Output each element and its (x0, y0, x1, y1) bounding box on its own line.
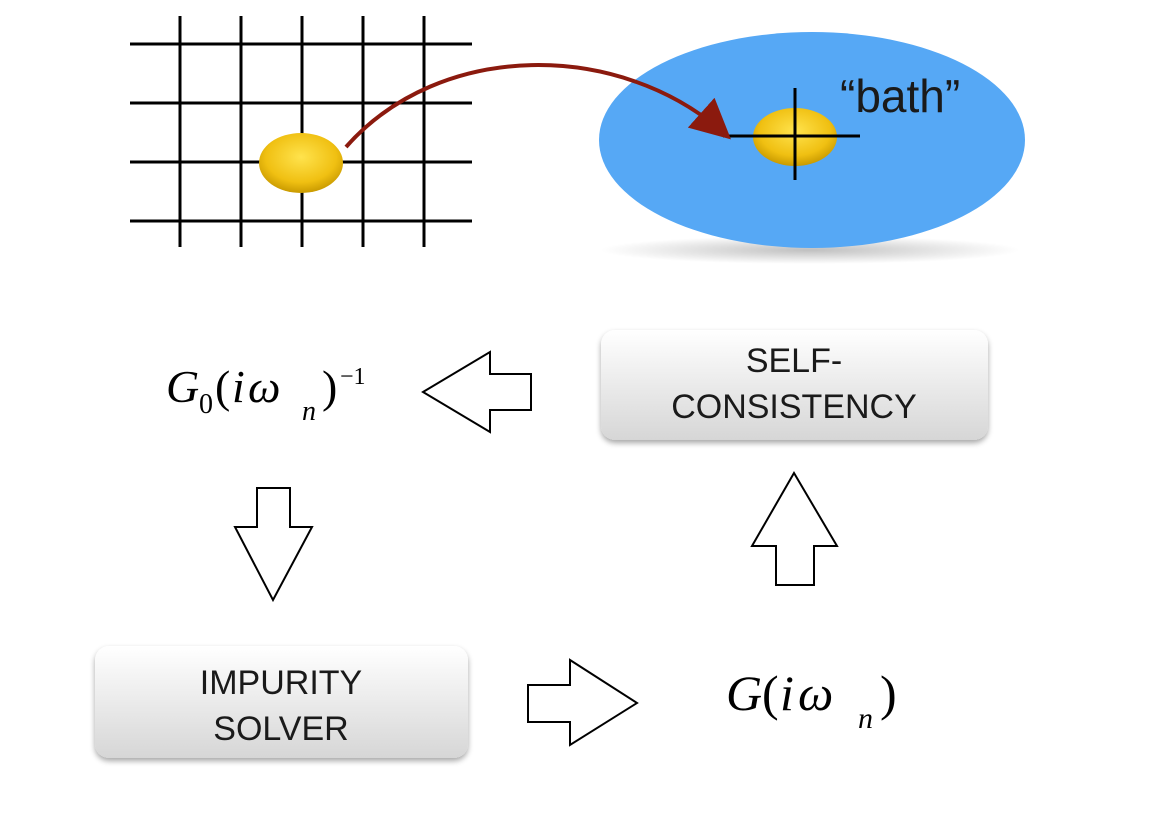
arrow-right-icon (527, 658, 639, 747)
impurity-cross (723, 88, 860, 180)
g0-exponent: −1 (340, 364, 366, 390)
g0-i: i (232, 361, 245, 412)
g-omega-sub: n (858, 702, 873, 735)
g-i: i (780, 665, 794, 721)
arrow-down-icon (233, 487, 314, 603)
self-consistency-line2: CONSISTENCY (671, 388, 917, 426)
g-omega: ω (798, 665, 833, 721)
bath-label: “bath” (840, 70, 960, 122)
bath-shadow (600, 236, 1020, 264)
g-symbol: G (726, 665, 762, 721)
g0-omega-sub: n (302, 396, 316, 427)
g-local-formula: G ( i ω n ) (726, 665, 897, 735)
g0-symbol: G (166, 361, 199, 412)
impurity-solver-line2: SOLVER (213, 710, 348, 748)
g0-subscript: 0 (199, 389, 213, 420)
arrow-up-icon (750, 471, 839, 586)
mapping-arrow (344, 63, 731, 149)
g-paren-close: ) (880, 665, 897, 721)
impurity-solver-line1: IMPURITY (200, 664, 362, 702)
impurity-solver-box (95, 646, 468, 758)
lattice-grid (130, 16, 472, 247)
g0-paren-close: ) (322, 361, 337, 412)
lattice-site (259, 133, 343, 193)
g0-omega: ω (248, 361, 280, 412)
arrow-left-icon (421, 350, 532, 434)
g0-inverse-formula: G 0 ( i ω n ) −1 (166, 361, 366, 427)
self-consistency-line1: SELF- (746, 342, 842, 380)
g0-paren-open: ( (215, 361, 230, 412)
self-consistency-box (601, 330, 988, 440)
g-paren-open: ( (762, 665, 779, 721)
